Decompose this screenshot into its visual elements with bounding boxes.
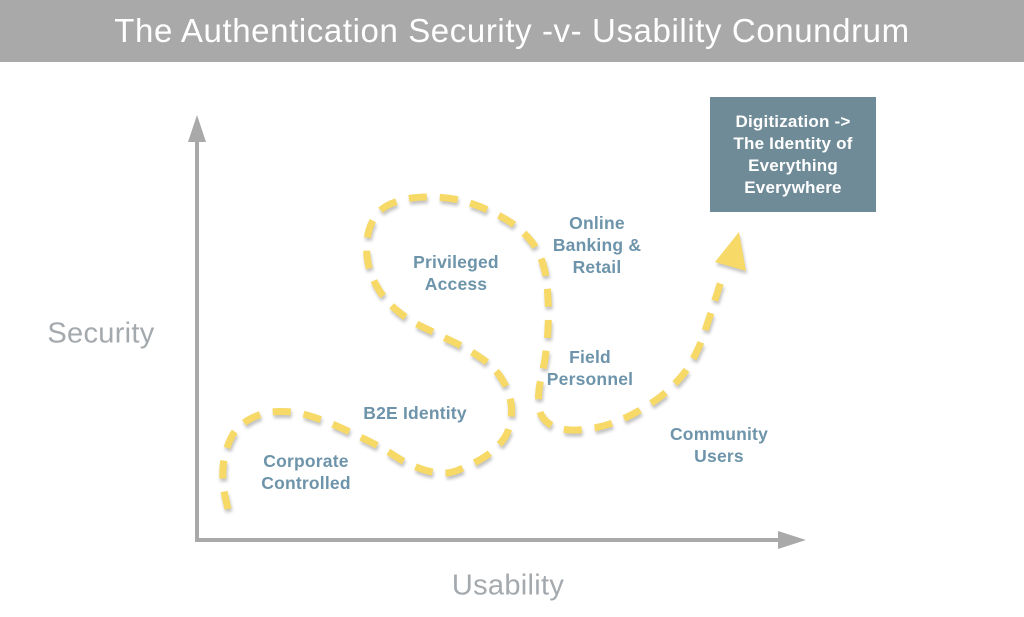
milestone-privileged-access: Privileged Access [413, 252, 499, 294]
y-axis-arrow-icon [188, 115, 206, 142]
milestone-field-personnel: Field Personnel [546, 347, 634, 389]
title-bar: The Authentication Security -v- Usabilit… [0, 0, 1024, 62]
x-axis-label: Usability [451, 569, 565, 602]
milestone-online-banking-retail: Online Banking & Retail [552, 213, 642, 277]
digitization-callout-box: Digitization -> The Identity of Everythi… [710, 97, 876, 212]
milestone-community-users: Community Users [669, 424, 769, 466]
y-axis-label: Security [47, 317, 155, 350]
x-axis-arrow-icon [778, 531, 806, 549]
milestone-corporate-controlled: Corporate Controlled [261, 451, 351, 493]
journey-arrowhead-icon [715, 232, 746, 271]
page-title: The Authentication Security -v- Usabilit… [114, 12, 910, 49]
milestone-b2e-identity: B2E Identity [363, 403, 467, 423]
